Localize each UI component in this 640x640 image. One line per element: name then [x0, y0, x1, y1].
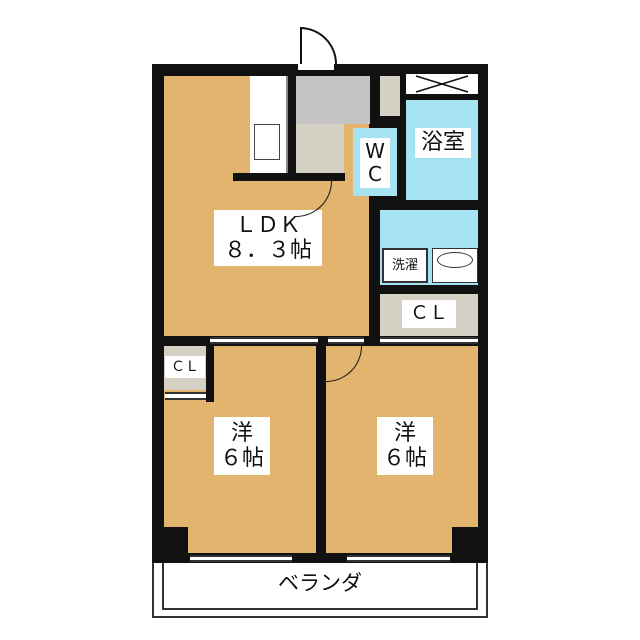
closet-left-door[interactable] — [165, 392, 206, 400]
pillar-bottom-right — [452, 527, 488, 563]
closet-left-label: ＣＬ — [165, 356, 205, 378]
western-left-name: 洋 — [230, 420, 253, 446]
front-door-opening — [298, 64, 334, 70]
wc-label-w: W — [365, 139, 385, 163]
front-door[interactable] — [300, 27, 337, 64]
entrance-wall — [288, 64, 296, 181]
ldk-size: ８．３帖 — [223, 238, 312, 263]
bath-label: 浴室 — [415, 128, 471, 158]
laundry-label: 洗濯 — [386, 253, 424, 279]
closet-right-door[interactable] — [380, 337, 478, 344]
balcony-label: ベランダ — [278, 570, 362, 595]
window-left-room[interactable] — [190, 555, 292, 562]
basin-bowl — [437, 252, 473, 268]
kitchen-sink — [254, 124, 280, 160]
wc-label: W C — [360, 138, 390, 188]
western-right-name: 洋 — [393, 420, 416, 446]
closet-left-wall — [206, 346, 214, 402]
western-left-label: 洋 ６帖 — [214, 417, 270, 475]
western-left-size: ６帖 — [219, 446, 264, 471]
ldk-name: ＬＤＫ — [234, 212, 301, 238]
entrance — [296, 76, 370, 124]
hallway — [296, 124, 344, 173]
ldk-interior-window — [210, 337, 318, 344]
wc-label-c: C — [368, 162, 382, 186]
ventilation — [406, 74, 478, 94]
ldk-label: ＬＤＫ ８．３帖 — [214, 210, 322, 266]
balcony-inner-line — [162, 560, 478, 610]
vent-x-icon — [415, 75, 469, 93]
closet-right-label: ＣＬ — [402, 300, 456, 328]
shoe-storage — [380, 76, 400, 116]
balcony — [152, 560, 488, 618]
western-right-size: ６帖 — [382, 446, 427, 471]
right-room-door-top — [328, 337, 364, 344]
western-right-label: 洋 ６帖 — [377, 417, 433, 475]
window-right-room[interactable] — [347, 555, 450, 562]
pillar-bottom-left — [152, 527, 188, 563]
